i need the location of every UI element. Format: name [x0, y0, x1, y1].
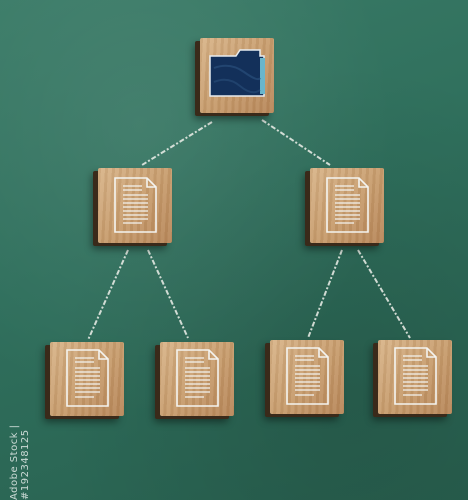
document-icon [176, 349, 219, 407]
stock-id-label: Adobe Stock | #192348125 [9, 424, 31, 500]
level2-document-block-4 [378, 340, 452, 414]
folder-icon [209, 49, 265, 97]
connector-right-1 [307, 249, 343, 339]
document-icon [286, 347, 329, 405]
document-icon [326, 177, 369, 233]
document-icon [66, 349, 109, 407]
root-folder-block [200, 38, 274, 113]
document-icon [394, 347, 437, 405]
level2-document-block-1 [50, 342, 124, 416]
connector-root-left [141, 121, 213, 166]
level1-document-block-left [98, 168, 172, 243]
connector-left-2 [147, 249, 189, 339]
level2-document-block-3 [270, 340, 344, 414]
level1-document-block-right [310, 168, 384, 243]
document-icon [114, 177, 157, 233]
level2-document-block-2 [160, 342, 234, 416]
connector-root-right [261, 119, 331, 166]
connector-left-1 [87, 249, 129, 341]
connector-right-2 [357, 249, 411, 339]
